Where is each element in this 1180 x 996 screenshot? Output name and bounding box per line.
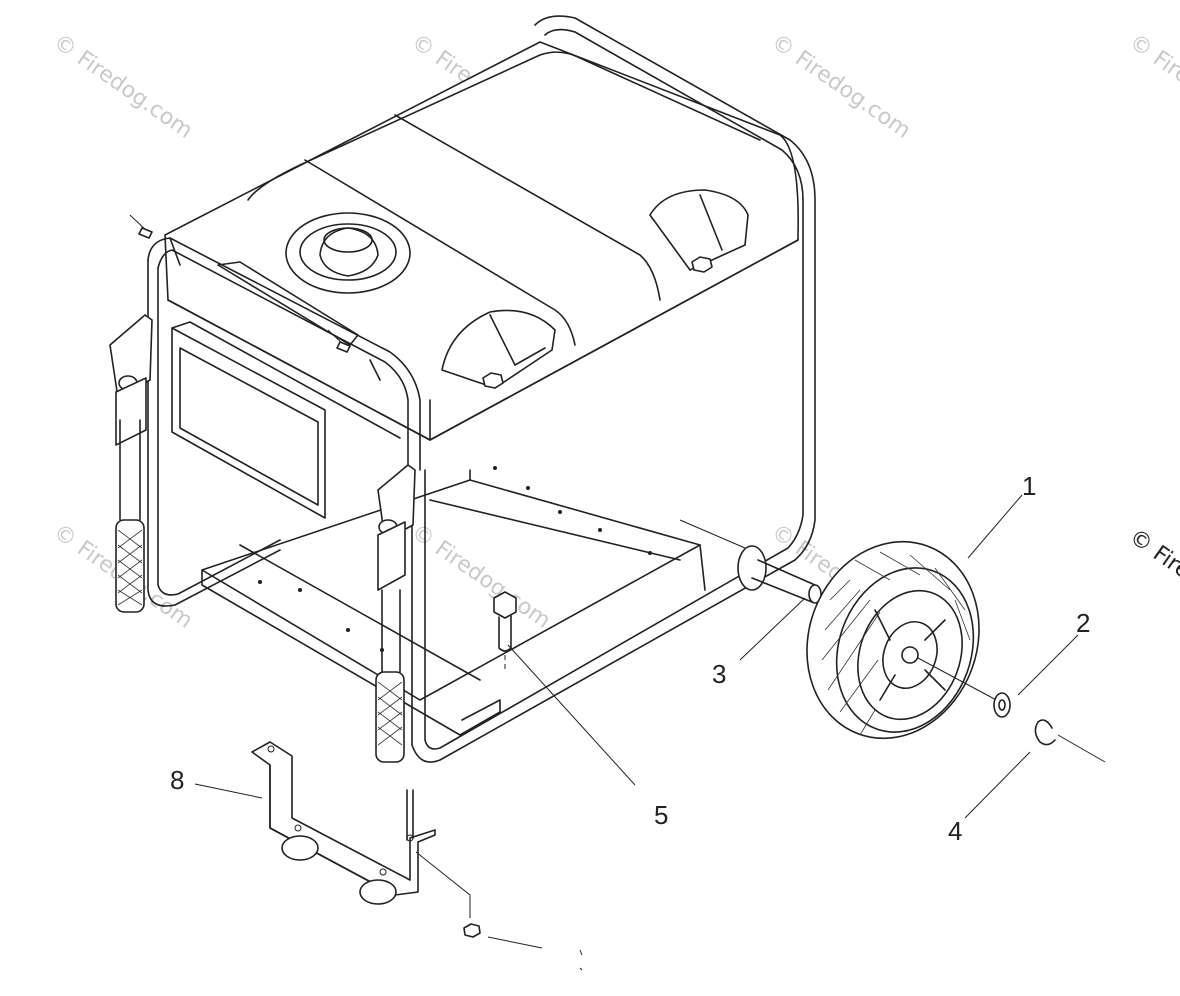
handle-left [109, 214, 153, 613]
control-panel [171, 321, 401, 519]
callout-5: 5 [654, 800, 668, 830]
base-pan [201, 466, 706, 736]
callout-labels: 1 2 3 4 5 8 [170, 471, 1090, 846]
tank-nut-1 [482, 372, 504, 389]
watermark-text-6: © Firedog.com [407, 519, 555, 633]
wheel-part-1 [806, 540, 1001, 740]
axle-part-3 [679, 519, 822, 604]
handle-grip-center [375, 671, 405, 763]
handle-grip-left [115, 519, 145, 613]
callout-1: 1 [1022, 471, 1036, 501]
handle-center [327, 329, 416, 763]
fuel-tank [164, 41, 799, 441]
callout-2: 2 [1076, 608, 1090, 638]
bolt-part-5 [493, 591, 517, 670]
hex-nut [463, 923, 481, 938]
callout-4: 4 [948, 816, 962, 846]
watermark-text-4: © Firedog.com [1125, 29, 1180, 143]
callout-leaders [194, 494, 1079, 971]
eclip-part-4 [1034, 719, 1106, 763]
watermark-edge-text: © Fire [1125, 524, 1180, 584]
support-leg-part-8 [251, 741, 481, 938]
tank-nut-2 [691, 256, 713, 273]
callout-8: 8 [170, 765, 184, 795]
frame [147, 15, 816, 763]
callout-3: 3 [712, 659, 726, 689]
washer-part-2 [993, 692, 1011, 718]
watermark-text-3: © Firedog.com [767, 29, 915, 143]
watermark-text-1: © Firedog.com [49, 29, 197, 143]
